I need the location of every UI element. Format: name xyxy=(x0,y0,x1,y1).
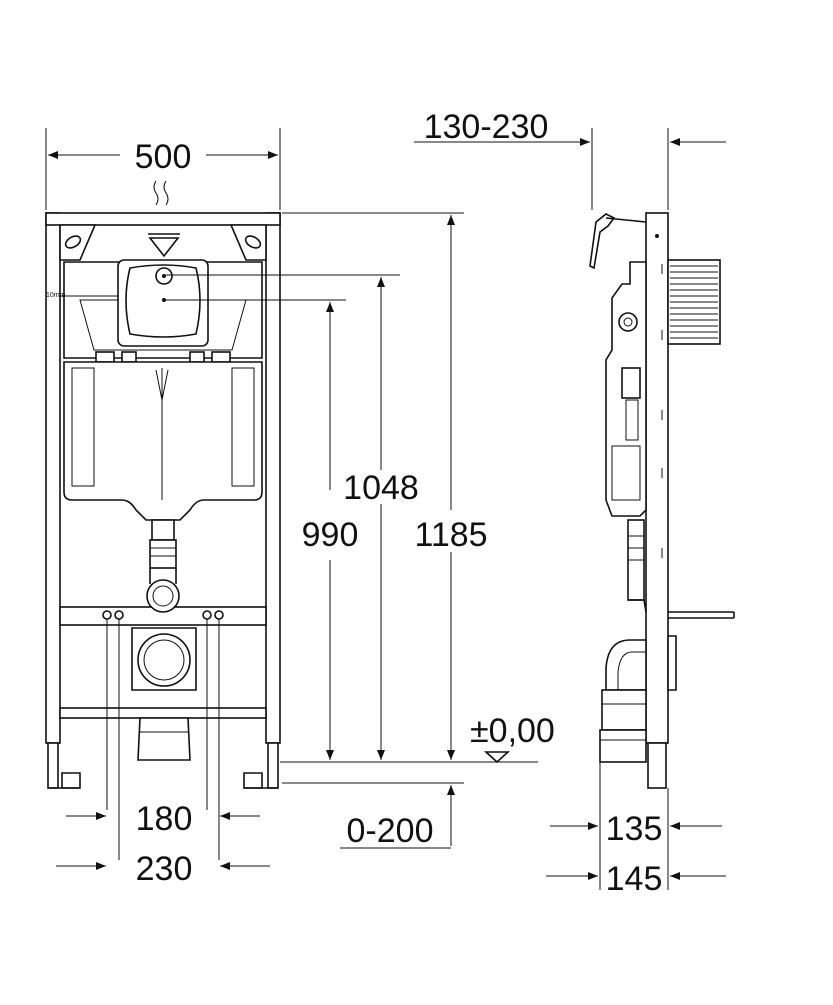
dim-depth-135: 135 xyxy=(550,762,722,890)
drain-connector xyxy=(137,717,191,761)
dim-1185-label: 1185 xyxy=(414,516,487,554)
dim-spacing-180: 180 xyxy=(66,800,260,838)
water-inlet-icon xyxy=(153,180,159,206)
flush-pipe xyxy=(151,519,175,541)
flush-bend xyxy=(146,579,180,613)
dim-145-label: 145 xyxy=(606,860,663,898)
dim-heights: 990 1048 1185 ±0,00 0-200 xyxy=(166,212,555,850)
dim-990-label: 990 xyxy=(302,516,359,554)
front-view: 10mm xyxy=(45,180,281,860)
dim-135-label: 135 xyxy=(606,810,663,848)
dim-230-label: 230 xyxy=(136,850,193,888)
cistern-tank xyxy=(63,361,263,521)
inlet-triangle-icon xyxy=(148,237,180,258)
right-upright xyxy=(265,212,281,744)
side-outlet-bend xyxy=(605,639,647,691)
dim-180-label: 180 xyxy=(136,800,193,838)
dim-depth-130-230: 130-230 xyxy=(414,108,726,210)
left-leg xyxy=(47,742,59,789)
small-label: 10mm xyxy=(46,292,66,299)
dim-spacing-230: 230 xyxy=(56,850,270,888)
bottom-crossbar xyxy=(59,707,267,719)
side-drain xyxy=(601,689,647,731)
dim-500-label: 500 xyxy=(135,138,192,176)
floor-level-label: ±0,00 xyxy=(470,712,555,750)
right-foot xyxy=(243,772,263,789)
top-crossbar xyxy=(45,212,281,226)
dim-0-200-label: 0-200 xyxy=(347,812,434,850)
outlet-pipe xyxy=(137,633,191,687)
left-foot xyxy=(61,772,81,789)
side-view xyxy=(589,212,735,789)
right-leg xyxy=(267,742,279,789)
floor-level-icon xyxy=(483,751,511,764)
dim-130-230-label: 130-230 xyxy=(424,108,549,146)
dim-1048-label: 1048 xyxy=(343,469,419,507)
side-frame xyxy=(645,212,669,744)
dim-width-500: 500 xyxy=(45,128,281,210)
side-bracket xyxy=(589,213,616,270)
dim-depth-145: 145 xyxy=(546,860,726,898)
